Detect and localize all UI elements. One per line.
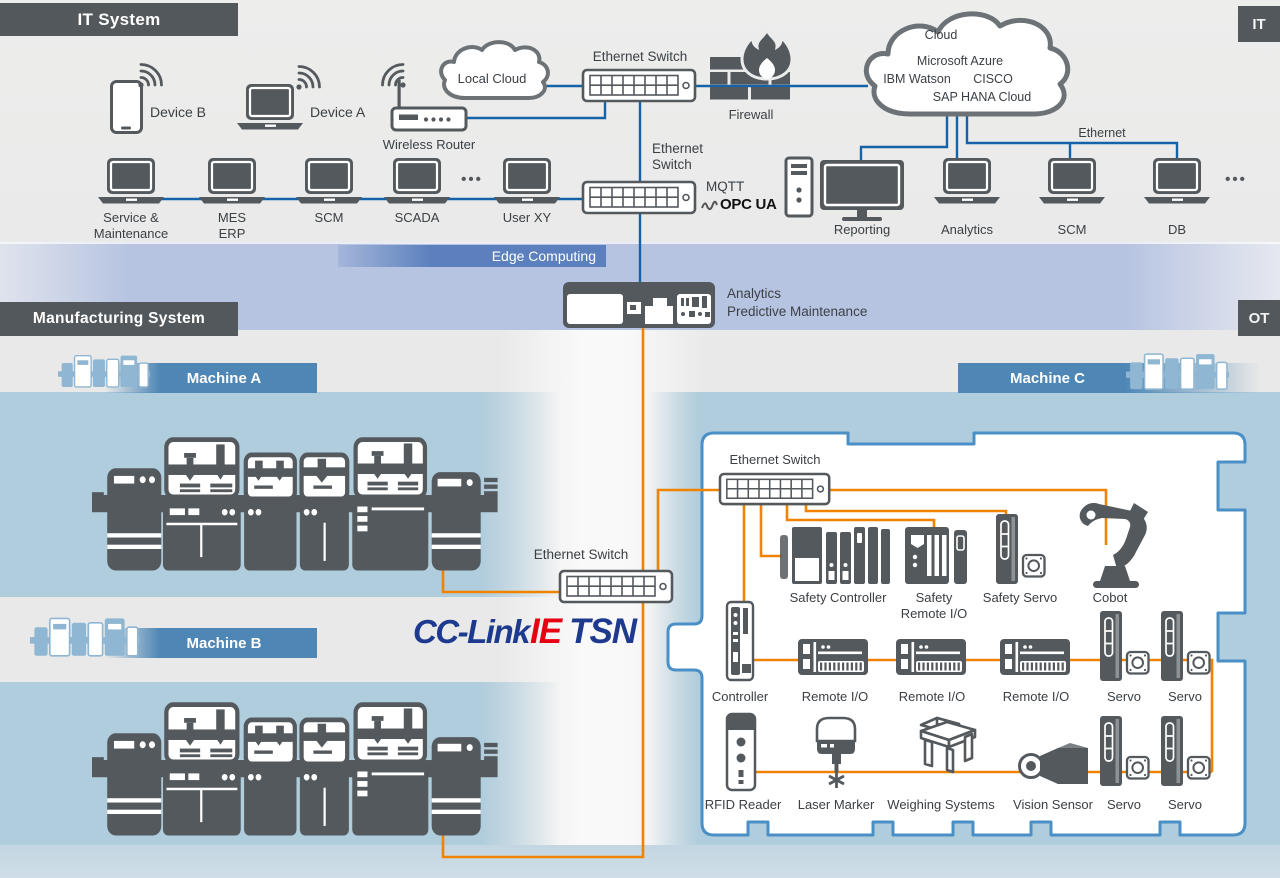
ethernet-switch-top-icon — [581, 68, 697, 103]
safety-controller-icon — [780, 527, 890, 584]
label-servo-2: Servo — [1168, 689, 1202, 704]
label-remote-io-3: Remote I/O — [1002, 689, 1070, 704]
label-servo-1: Servo — [1107, 689, 1141, 704]
machine-b-mini-icon — [29, 617, 141, 657]
machine-b-production-line — [92, 705, 498, 836]
label-analytics: Analytics — [940, 222, 994, 237]
laptop-user-xy-icon — [492, 156, 562, 205]
label-reporting: Reporting — [833, 222, 891, 237]
it-badge: IT — [1238, 6, 1280, 42]
laptop-db-icon — [1142, 156, 1212, 205]
laptop-scada-icon — [382, 156, 452, 205]
laser-marker-icon — [815, 716, 857, 788]
cloud-provider-azure: Microsoft Azure — [916, 54, 1004, 68]
cloud-title: Cloud — [924, 28, 958, 42]
reporting-workstation-icon — [784, 156, 904, 221]
laptop-analytics-icon — [932, 156, 1002, 205]
label-servo-4: Servo — [1168, 797, 1202, 812]
machine-c-mini-icon — [1125, 353, 1230, 390]
machine-b-band: Machine B — [105, 628, 317, 658]
ethernet-switch-it-icon — [581, 180, 697, 215]
manufacturing-system-header: Manufacturing System — [0, 302, 238, 336]
cloud-provider-ibm: IBM Watson — [883, 72, 951, 86]
local-cloud-label: Local Cloud — [457, 71, 527, 86]
firewall-icon — [710, 26, 794, 100]
laptop-device-a-icon — [235, 82, 305, 131]
ethernet-switch-it-label: Ethernet Switch — [652, 141, 704, 173]
device-a-label: Device A — [310, 104, 366, 120]
label-safety-servo: Safety Servo — [982, 590, 1058, 605]
laptop-scm-icon — [294, 156, 364, 205]
machine-a-production-line — [92, 440, 498, 571]
label-safety-controller: Safety Controller — [789, 590, 887, 605]
laptop-label-scm: SCM — [314, 210, 344, 225]
edge-computing-device-icon — [563, 282, 715, 328]
controller-icon — [725, 600, 755, 682]
label-db: DB — [1167, 222, 1187, 237]
flame-icon — [740, 26, 794, 81]
label-weighing-systems: Weighing Systems — [887, 797, 995, 812]
cloud-icon — [863, 11, 1071, 117]
label-remote-io-1: Remote I/O — [801, 689, 869, 704]
opcua-logo: OPC UA — [700, 196, 777, 214]
label-cobot: Cobot — [1092, 590, 1128, 605]
edge-analytics-label: Analytics — [727, 286, 782, 301]
bottom-strip — [0, 845, 1280, 878]
label-remote-io-2: Remote I/O — [898, 689, 966, 704]
cloud-provider-cisco: CISCO — [973, 72, 1013, 86]
ethernet-switch-top-label: Ethernet Switch — [592, 49, 688, 64]
wifi-icon-device-a — [294, 65, 321, 91]
label-laser-marker: Laser Marker — [797, 797, 875, 812]
safety-remote-io-icon — [905, 527, 967, 584]
ethernet-switch-machine-c-icon — [718, 472, 831, 506]
wifi-icon-device-b — [136, 63, 163, 89]
vision-sensor-icon — [1018, 743, 1088, 784]
device-b-label: Device B — [150, 104, 207, 120]
label-vision-sensor: Vision Sensor — [1013, 797, 1093, 812]
rfid-reader-icon — [725, 712, 757, 792]
laptop-label-user-xy: User XY — [502, 210, 552, 225]
ethernet-switch-ot-icon — [558, 569, 674, 604]
machine-a-mini-icon — [57, 354, 151, 388]
weighing-systems-icon — [919, 716, 977, 774]
ot-badge: OT — [1238, 300, 1280, 336]
ethernet-switch-ot-label: Ethernet Switch — [533, 547, 629, 562]
remote-io-icon-2 — [896, 639, 966, 675]
laptop-label-scada: SCADA — [394, 210, 440, 225]
cloud-provider-sap: SAP HANA Cloud — [932, 90, 1032, 104]
remote-io-icon-1 — [798, 639, 868, 675]
mqtt-label: MQTT — [706, 179, 745, 194]
laptop-scm2-icon — [1037, 156, 1107, 205]
ellipsis-left: ••• — [461, 171, 483, 188]
remote-io-icon-3 — [1000, 639, 1070, 675]
ethernet-switch-machine-c-label: Ethernet Switch — [729, 452, 821, 467]
wireless-router-icon — [381, 63, 468, 132]
cobot-icon — [1079, 503, 1148, 588]
wireless-router-label: Wireless Router — [382, 137, 476, 152]
tablet-device-b-icon — [110, 80, 143, 134]
label-scm-right: SCM — [1057, 222, 1087, 237]
label-servo-3: Servo — [1107, 797, 1141, 812]
laptop-mes-erp-icon — [197, 156, 267, 205]
opcua-scribble-icon — [701, 200, 718, 211]
laptop-service-maintenance-icon — [96, 156, 166, 205]
it-system-header: IT System — [0, 3, 238, 36]
edge-computing-label: Edge Computing — [338, 245, 606, 267]
ethernet-label-right: Ethernet — [1078, 126, 1126, 140]
edge-predictive-label: Predictive Maintenance — [727, 304, 868, 319]
laptop-label-service-maintenance: Service &Maintenance — [93, 210, 169, 241]
label-controller: Controller — [711, 689, 769, 704]
ellipsis-right: ••• — [1225, 171, 1247, 188]
firewall-label: Firewall — [728, 107, 774, 122]
local-cloud-icon — [439, 40, 550, 100]
label-rfid-reader: RFID Reader — [704, 797, 782, 812]
